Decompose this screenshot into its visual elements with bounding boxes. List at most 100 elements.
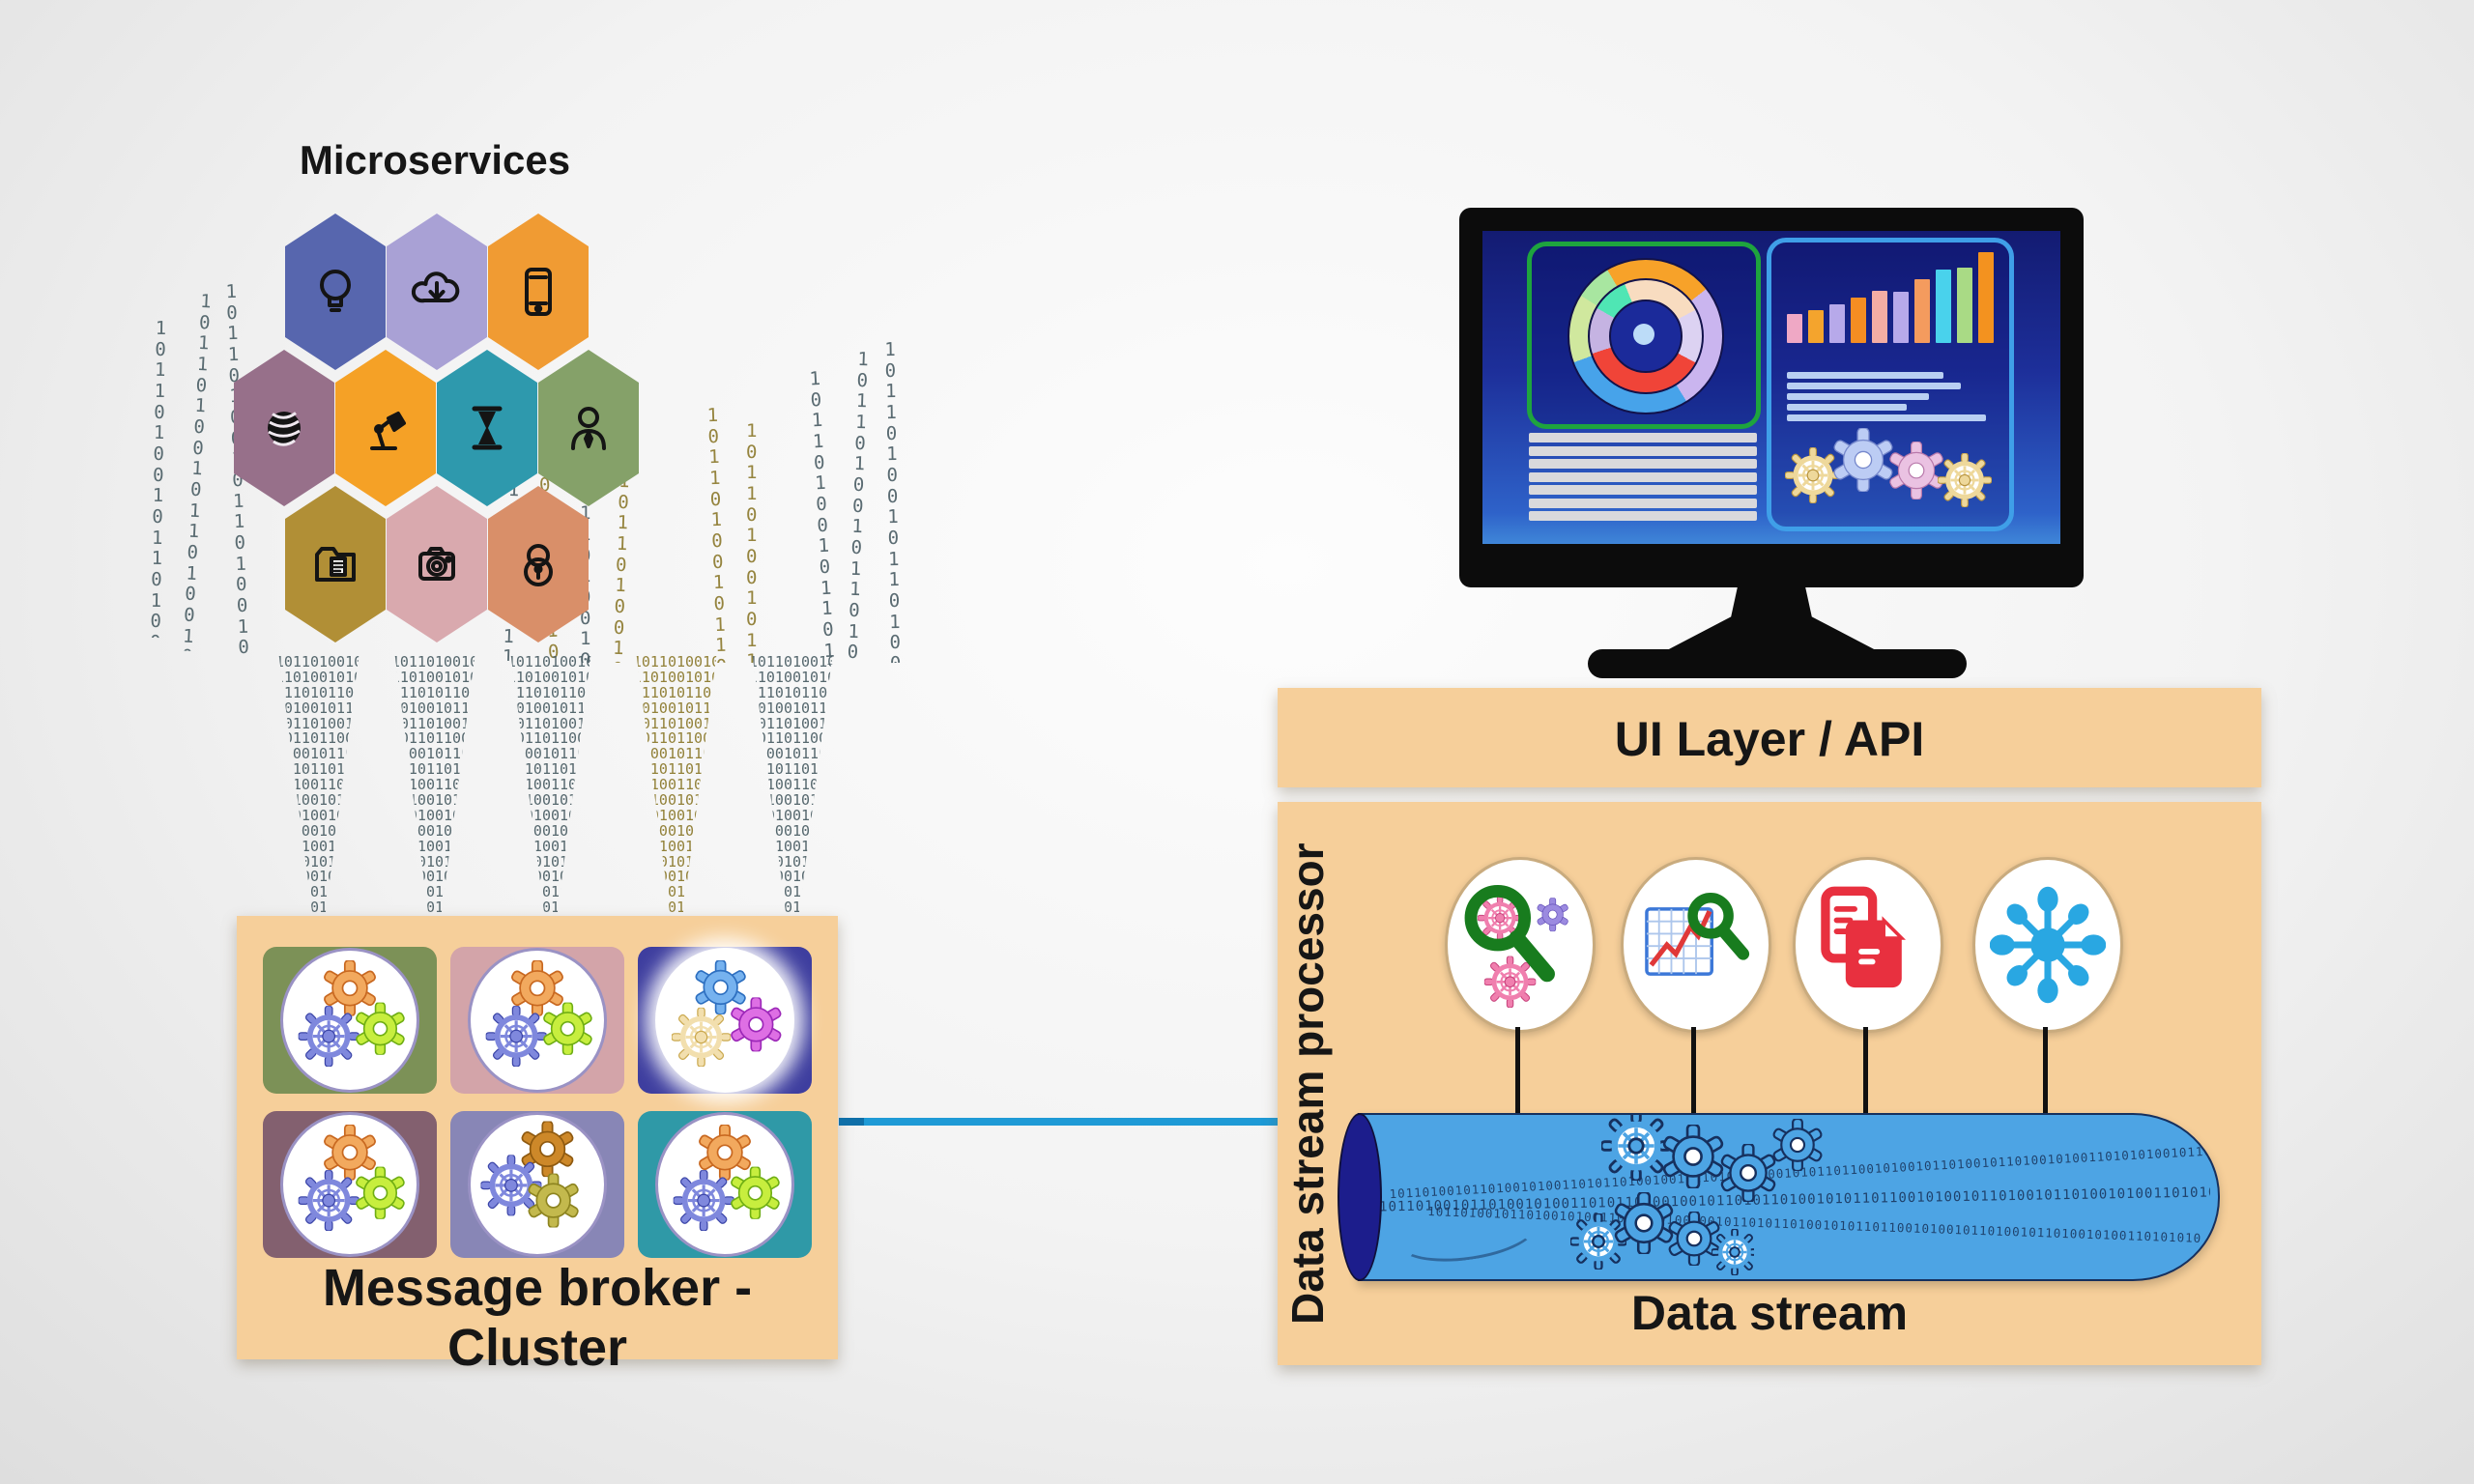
- gears-icon: [474, 959, 594, 1087]
- pipe-end-cap: [1338, 1113, 1382, 1281]
- message-broker-label: Message broker - Cluster: [322, 1259, 753, 1377]
- globe-icon: [268, 412, 301, 446]
- copy-documents-icon: [1821, 886, 1907, 988]
- hexagon-media-service: [387, 486, 487, 642]
- hexagon-files-service: [285, 486, 386, 642]
- desk-lamp-icon: [370, 412, 406, 450]
- cloud-download-icon: [411, 271, 460, 303]
- data-stream-pipe: 1011010010110100101001101011010010010110…: [1358, 1113, 2220, 1281]
- broker-gears: [280, 948, 419, 1093]
- bar: [1914, 279, 1930, 343]
- data-stream-processor-panel: Data stream processor: [1278, 802, 2261, 1365]
- text-line: [1787, 414, 1986, 421]
- bar: [1957, 268, 1972, 343]
- hourglass-icon: [472, 406, 503, 450]
- stage-connector-line: [2043, 1027, 2048, 1114]
- bar: [1872, 291, 1887, 343]
- gears-icon: [286, 1124, 407, 1251]
- processor-label: Data stream processor: [1282, 842, 1333, 1325]
- text-line: [1529, 445, 1757, 456]
- folder-document-icon: [315, 547, 356, 582]
- hexagon-scheduler-service: [437, 350, 537, 506]
- lightbulb-icon: [320, 270, 351, 312]
- processor-stage-distribution: [1972, 857, 2123, 1033]
- bar: [1808, 310, 1824, 343]
- donut-chart-panel: [1527, 242, 1761, 429]
- panel-text-lines: [1787, 372, 1986, 421]
- gears-icon: [474, 1121, 581, 1228]
- camera-icon: [418, 547, 455, 581]
- hexagon-mobile-service: [488, 214, 589, 370]
- monitor-stand-base: [1588, 649, 1967, 678]
- broker-node: [263, 1111, 437, 1258]
- text-line: [1787, 383, 1961, 389]
- text-line: [1787, 393, 1929, 400]
- broker-gears: [468, 948, 607, 1093]
- text-line: [1529, 471, 1757, 482]
- ui-layer-band: UI Layer / API: [1278, 688, 2261, 787]
- binary-column: 1011010010110100101001101011010010010110…: [706, 405, 727, 663]
- monitor-stand-neck: [1665, 587, 1878, 651]
- pipe-gears-icon: [1570, 1192, 1754, 1279]
- broker-node: [450, 947, 624, 1094]
- stage-connector-line: [1691, 1027, 1696, 1114]
- processor-stage-documents: [1793, 857, 1943, 1033]
- processor-stage-analytics: [1621, 857, 1771, 1033]
- binary-funnel: 1011010010110100101001101011010010010110…: [506, 655, 595, 916]
- text-line: [1529, 459, 1757, 469]
- network-hub-icon: [1990, 886, 2106, 1004]
- text-line: [1529, 433, 1757, 442]
- donut-chart-center-dot: [1633, 324, 1654, 345]
- binary-funnel: 1011010010110100101001101011010010010110…: [632, 655, 721, 916]
- text-line: [1529, 498, 1757, 508]
- stage-connector-line: [1863, 1027, 1868, 1114]
- bar-chart: [1787, 250, 1996, 343]
- message-broker-panel: Message broker - Cluster: [237, 916, 838, 1377]
- text-line: [1529, 485, 1757, 495]
- text-line: [1529, 511, 1757, 521]
- dashboard-text-lines: [1529, 433, 1757, 521]
- hexagon-lamp-service: [335, 350, 436, 506]
- monitor-screen: [1482, 231, 2060, 544]
- bar: [1851, 298, 1866, 343]
- broker-node: [638, 1111, 812, 1258]
- broker-processor-connector: [839, 1118, 1278, 1126]
- binary-column: 1011010010110100101001101011010010010110…: [746, 421, 758, 663]
- broker-node: [638, 947, 812, 1094]
- hexagon-cloud-service: [387, 214, 487, 370]
- chart-magnifier-icon: [1645, 893, 1750, 976]
- binary-column: 1011010010110100101001101011010010010110…: [150, 318, 167, 638]
- gears-icon: [286, 959, 407, 1087]
- user-icon: [571, 407, 606, 450]
- binary-column: 1011010010110100101001101011010010010110…: [847, 349, 870, 665]
- broker-gears: [655, 948, 794, 1093]
- broker-gears: [655, 1112, 794, 1257]
- hexagon-globe-service: [234, 350, 334, 506]
- broker-node: [450, 1111, 624, 1258]
- binary-column: 1011010010110100101001101011010010010110…: [884, 339, 902, 663]
- bar: [1893, 292, 1909, 343]
- bar: [1936, 270, 1951, 343]
- binary-funnel: 1011010010110100101001101011010010010110…: [274, 655, 363, 916]
- binary-column: 1011010010110100101001101011010010010110…: [809, 368, 836, 665]
- gears-icon: [661, 1124, 782, 1251]
- binary-funnel: 1011010010110100101001101011010010010110…: [390, 655, 479, 916]
- text-line: [1787, 372, 1943, 379]
- bar: [1978, 252, 1994, 343]
- hexagon-user-service: [538, 350, 639, 506]
- processor-stage-search: [1445, 857, 1596, 1033]
- microservices-title: Microservices: [299, 137, 571, 183]
- bar: [1787, 314, 1802, 343]
- gears-icon: [661, 959, 783, 1087]
- ui-layer-label: UI Layer / API: [1614, 712, 1925, 766]
- binary-funnel: 1011010010110100101001101011010010010110…: [748, 655, 837, 916]
- hexagon-security-service: [488, 486, 589, 642]
- smartphone-icon: [525, 268, 552, 316]
- search-gears-icon: [1464, 884, 1569, 1008]
- hexagon-idea-service: [285, 214, 386, 370]
- broker-node: [263, 947, 437, 1094]
- binary-column: 1011010010110100101001101011010010010110…: [182, 291, 213, 651]
- stage-connector-line: [1515, 1027, 1520, 1114]
- text-line: [1787, 404, 1907, 411]
